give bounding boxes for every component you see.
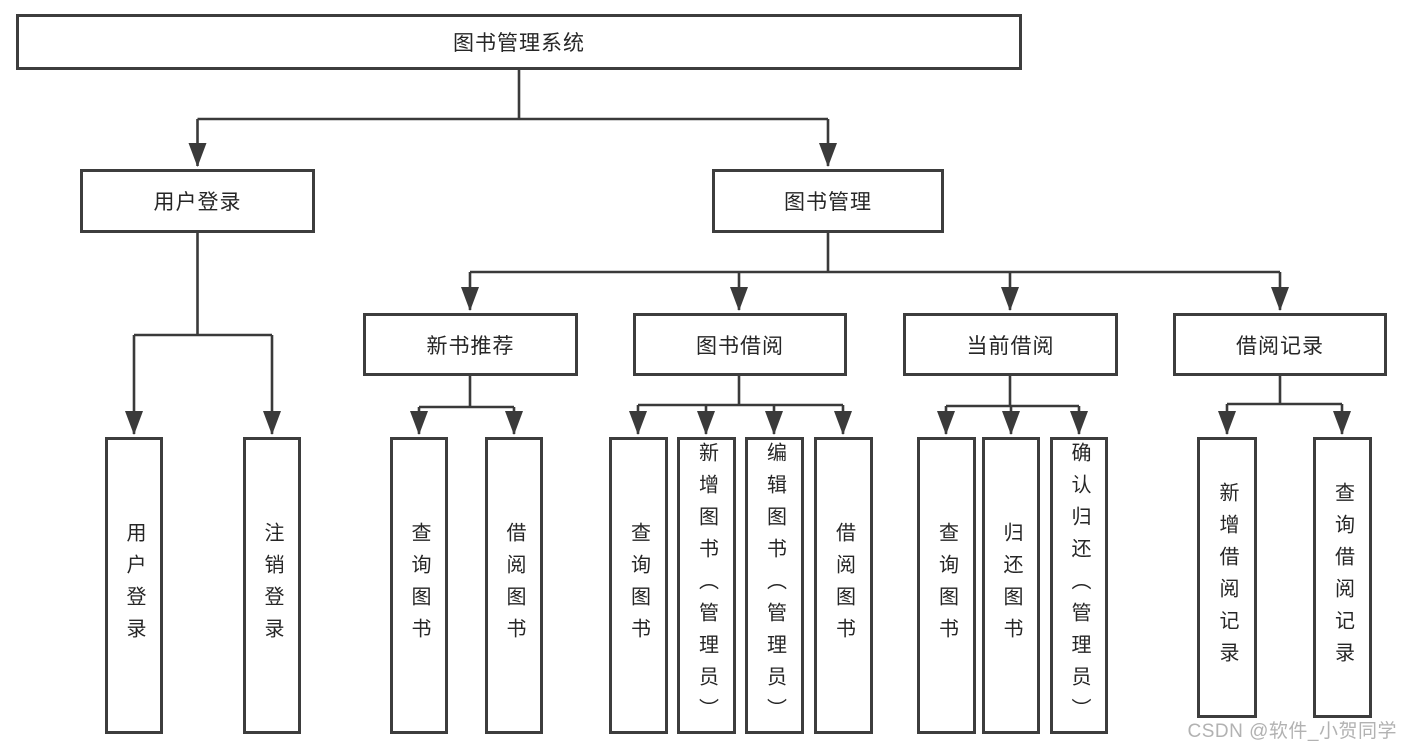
leaf-label: 编辑图书（管理员） — [763, 441, 786, 730]
leaf-label: 借阅图书 — [832, 521, 855, 650]
node-label: 借阅记录 — [1236, 334, 1324, 358]
leaf-label: 借阅图书 — [503, 521, 525, 650]
node-book-borrowing: 图书借阅 — [633, 313, 847, 376]
node-label: 图书管理系统 — [453, 32, 585, 55]
node-borrowing-records: 借阅记录 — [1173, 313, 1387, 376]
node-new-book-recommendation: 新书推荐 — [363, 313, 578, 376]
connector-current-trunk — [946, 376, 1079, 408]
leaf-label: 查询图书 — [935, 521, 958, 650]
node-user-login: 用户登录 — [80, 169, 315, 233]
node-label: 图书借阅 — [696, 334, 784, 358]
connector-borrowing-trunk — [638, 376, 843, 407]
leaf-label: 注销登录 — [261, 521, 283, 650]
leaf-query-books: 查询图书 — [609, 437, 668, 734]
leaf-label: 查询图书 — [408, 521, 430, 650]
leaf-edit-books-admin: 编辑图书（管理员） — [745, 437, 804, 734]
leaf-add-borrowing-record: 新增借阅记录 — [1197, 437, 1257, 718]
leaf-query-books: 查询图书 — [917, 437, 976, 734]
node-label: 用户登录 — [153, 191, 242, 214]
leaf-label: 查询借阅记录 — [1331, 481, 1354, 674]
node-label: 图书管理 — [784, 191, 872, 214]
connector-root-trunk — [197, 70, 828, 121]
leaf-borrow-books: 借阅图书 — [485, 437, 543, 734]
leaf-logout: 注销登录 — [243, 437, 301, 734]
leaf-user-login: 用户登录 — [105, 437, 163, 734]
leaf-confirm-return-admin: 确认归还（管理员） — [1050, 437, 1108, 734]
connector-book-mgmt-trunk — [470, 233, 1280, 274]
node-current-borrowing: 当前借阅 — [903, 313, 1118, 376]
node-library-management-system: 图书管理系统 — [16, 14, 1022, 70]
csdn-watermark: CSDN @软件_小贺同学 — [1187, 721, 1397, 742]
leaf-label: 查询图书 — [627, 521, 650, 650]
leaf-borrow-books: 借阅图书 — [814, 437, 873, 734]
leaf-query-books: 查询图书 — [390, 437, 448, 734]
leaf-label: 新增借阅记录 — [1216, 481, 1238, 674]
connector-records-trunk — [1227, 376, 1342, 406]
leaf-label: 归还图书 — [1000, 521, 1022, 650]
node-label: 当前借阅 — [966, 334, 1055, 358]
leaf-label: 新增图书（管理员） — [695, 441, 718, 730]
node-label: 新书推荐 — [426, 334, 515, 358]
leaf-return-books: 归还图书 — [982, 437, 1040, 734]
leaf-label: 确认归还（管理员） — [1068, 441, 1090, 730]
connector-new-book-trunk — [419, 376, 514, 409]
node-book-management: 图书管理 — [712, 169, 944, 233]
leaf-add-books-admin: 新增图书（管理员） — [677, 437, 736, 734]
connector-user-login-trunk — [134, 233, 272, 337]
leaf-label: 用户登录 — [123, 521, 145, 650]
leaf-query-borrowing-record: 查询借阅记录 — [1313, 437, 1372, 718]
